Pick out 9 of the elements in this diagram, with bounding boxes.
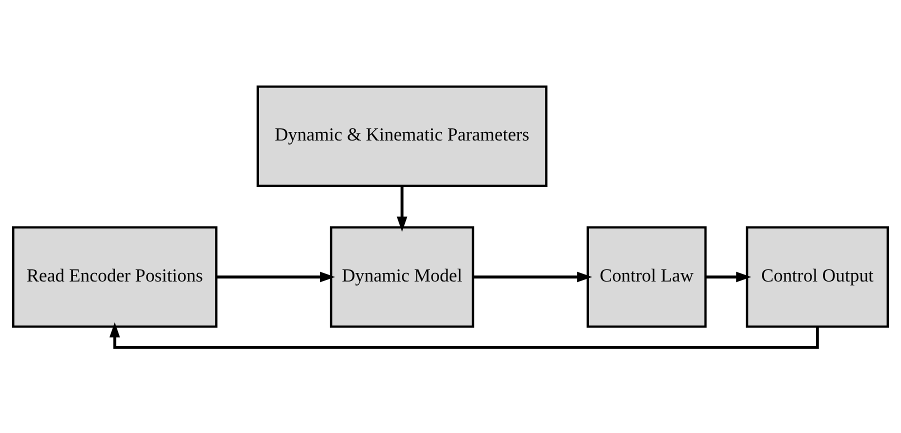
node-box: Dynamic & Kinematic Parameters bbox=[256, 84, 548, 186]
node-box: Dynamic Model bbox=[330, 226, 474, 328]
arrow bbox=[216, 271, 336, 282]
node-box: Control Output bbox=[746, 226, 889, 328]
node-box: Control Law bbox=[586, 226, 707, 328]
arrow bbox=[706, 271, 752, 282]
arrow bbox=[396, 185, 408, 232]
node-box: Read Encoder Positions bbox=[12, 226, 218, 328]
arrow bbox=[473, 271, 592, 282]
